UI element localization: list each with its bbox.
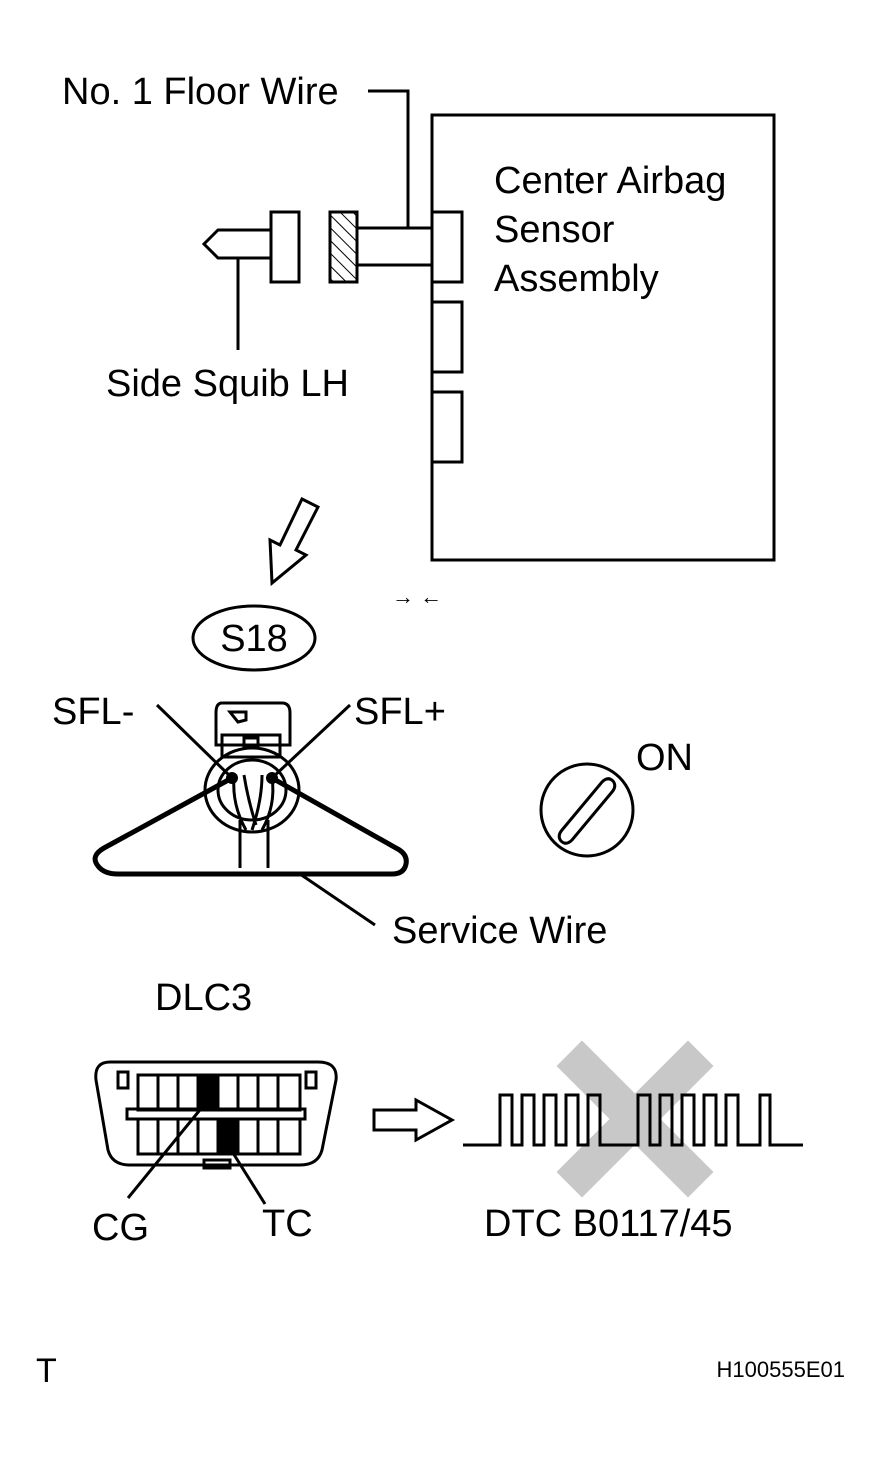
ignition-switch: ON: [539, 737, 693, 858]
center-airbag-sensor: Center Airbag Sensor Assembly: [430, 113, 776, 562]
sensor-connector-2: [430, 300, 464, 374]
prohibited-cross-icon: [556, 1040, 714, 1198]
squib-label: Side Squib LH: [106, 363, 349, 405]
dlc-clip-right: [304, 1070, 318, 1090]
pin-cg: [198, 1075, 218, 1110]
floor-wire-harness: No. 1 Floor Wire Side Squib LH: [62, 71, 432, 405]
dlc-housing: [94, 1060, 338, 1167]
sensor-connector-3: [430, 390, 464, 464]
pin-tc: [218, 1119, 238, 1154]
sensor-label-line2: Sensor: [494, 209, 615, 251]
service-wire-loop: [92, 775, 409, 877]
tc-label: TC: [262, 1203, 313, 1245]
down-arrow-icon: [268, 496, 321, 587]
connector-id-label: S18: [220, 618, 288, 660]
squib-wire: [201, 228, 271, 260]
sfl-minus-leader: [155, 703, 234, 780]
dlc-pins-top: [136, 1073, 302, 1112]
dtc-waveform: [463, 1093, 803, 1147]
floor-wire-label: No. 1 Floor Wire: [62, 71, 339, 113]
tc-leader: [226, 1144, 267, 1205]
sfl-minus-label: SFL-: [52, 691, 134, 733]
sfl-plus-label: SFL+: [354, 691, 446, 733]
service-wire-leader: [299, 872, 376, 927]
ignition-label: ON: [636, 737, 693, 779]
dlc3-connector: DLC3 CG TC: [92, 977, 338, 1249]
floor-wire-leader: [368, 89, 410, 228]
squib-connector: [269, 210, 301, 284]
disconnect-arrows: → ←: [392, 584, 442, 609]
cg-label: CG: [92, 1207, 149, 1249]
connector-latch: [214, 701, 292, 747]
figure-id: H100555E01: [717, 1357, 845, 1382]
wire-strand-4: [260, 777, 275, 831]
connector-key: [226, 710, 248, 724]
dtc-label: DTC B0117/45: [484, 1203, 733, 1245]
right-arrow-icon: [372, 1097, 456, 1143]
service-wire: Service Wire: [92, 775, 607, 952]
wire-strand-2: [242, 774, 258, 826]
key-slot-icon: [557, 777, 617, 845]
connector-lock-slot: [242, 736, 260, 750]
floor-wire-connector: [328, 210, 359, 284]
connector-id-oval: [191, 604, 317, 672]
sensor-label-line1: Center Airbag: [494, 160, 726, 202]
sfl-plus-leader: [270, 703, 352, 780]
corner-letter: T: [36, 1352, 57, 1390]
dlc-bottom-tab: [202, 1158, 232, 1170]
service-wire-label: Service Wire: [392, 910, 607, 952]
s18-connector: S18 SFL- SFL+: [52, 604, 446, 868]
connector-lock: [220, 733, 282, 759]
cg-leader: [126, 1099, 210, 1199]
dlc-label: DLC3: [155, 977, 252, 1019]
ignition-knob: [539, 762, 635, 858]
connector-face: [216, 758, 288, 822]
dlc-clip-left: [116, 1070, 130, 1090]
sensor-label-line3: Assembly: [494, 258, 659, 300]
sensor-connector-1: [430, 210, 464, 284]
wire-strand-3: [250, 774, 264, 831]
